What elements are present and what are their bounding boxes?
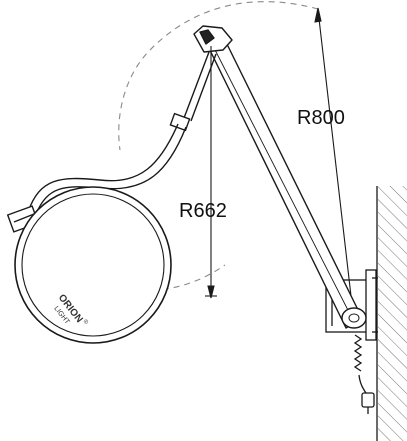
r662-label: R662 [179, 200, 227, 222]
r800-arrow [314, 7, 322, 23]
power-plug [361, 392, 375, 408]
secondary-arm-tube [183, 51, 210, 119]
dimension-lines [205, 7, 352, 299]
brand-mark: ® [81, 318, 90, 326]
secondary-arm [27, 51, 217, 215]
r800-label: R800 [297, 107, 345, 129]
r800-leader [317, 9, 352, 297]
outer-swing-arc [118, 1, 319, 151]
main-arm [202, 33, 367, 329]
arm-base-joint [341, 307, 367, 329]
power-cable [353, 334, 375, 414]
elbow-cap [199, 29, 215, 45]
lamp-head-inner [21, 193, 165, 337]
cable-coil [353, 334, 363, 372]
main-arm-edge [210, 41, 353, 319]
lamp-head-outer [14, 186, 172, 344]
head-connector-slot [13, 213, 35, 223]
r662-arrow [207, 285, 215, 299]
lamp-head: ORION ® LIGHT [14, 186, 172, 344]
secondary-arm-tube-edge [190, 53, 217, 122]
bracket-back-plate [365, 269, 377, 341]
wall [376, 186, 407, 441]
arm-sleeve [169, 112, 191, 132]
elbow-joint [193, 25, 233, 53]
wall-hatching [378, 186, 407, 441]
gooseneck-upper [27, 123, 179, 213]
arm-base-joint-inner [348, 313, 360, 323]
